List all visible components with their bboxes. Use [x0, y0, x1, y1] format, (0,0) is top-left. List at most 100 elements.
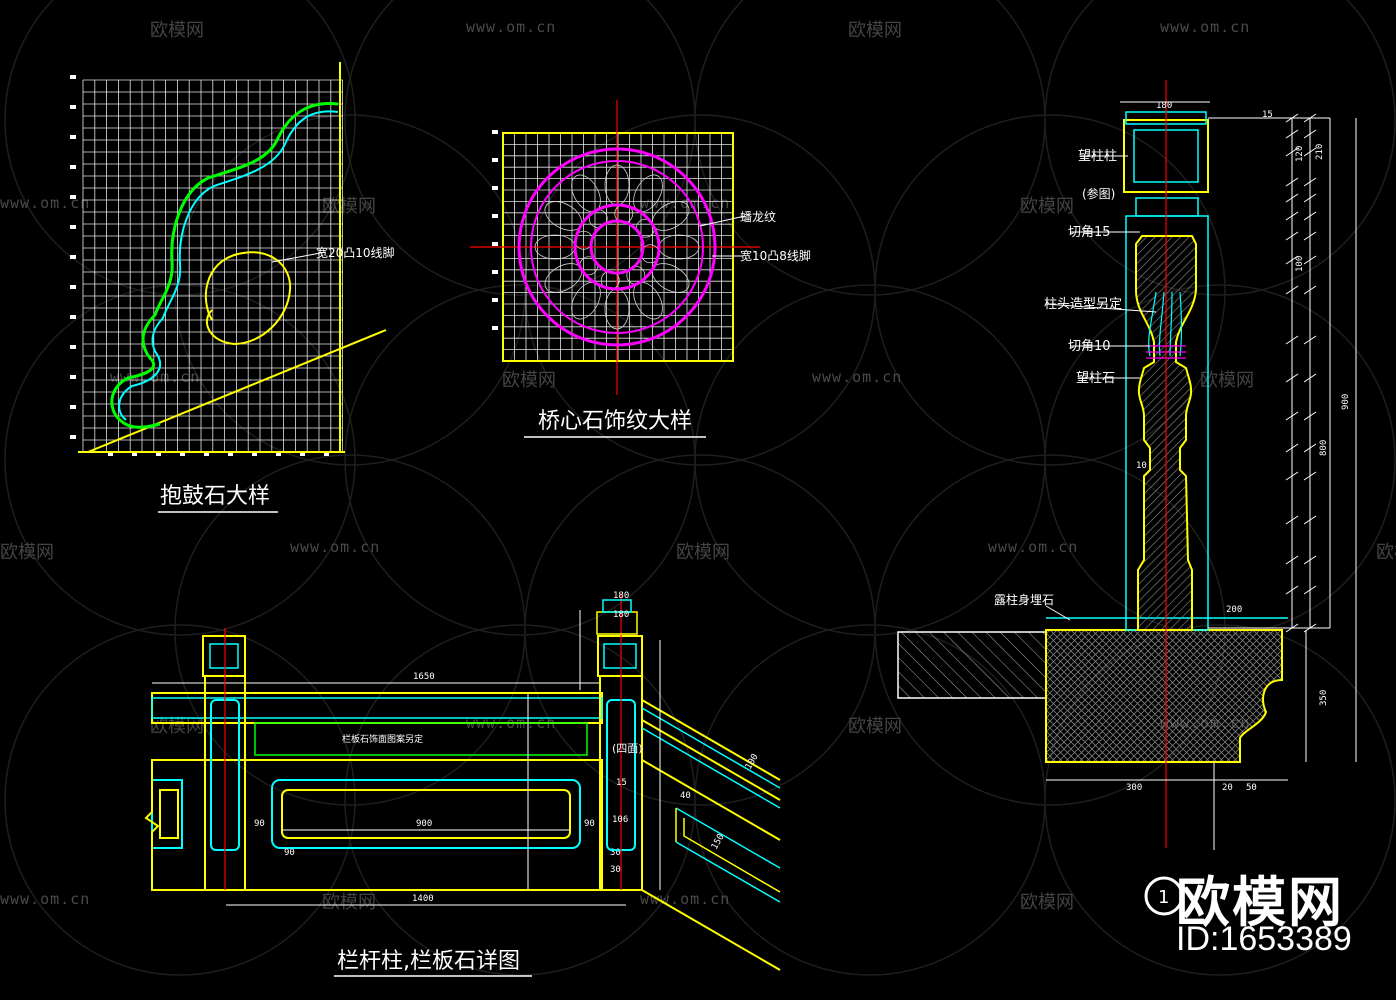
grid-tick — [70, 105, 76, 109]
dim-tick — [1303, 555, 1317, 565]
watermark-circle — [174, 114, 526, 466]
watermark-circle — [4, 0, 356, 296]
bridge-stone-ring-2 — [530, 160, 704, 334]
elev-panel-left-1 — [151, 779, 183, 849]
dim-tick — [1285, 471, 1299, 481]
section-neck — [1135, 197, 1199, 217]
watermark-url: www.om.cn — [812, 368, 902, 386]
grid-tick — [70, 195, 76, 199]
section-label-cap: 望柱柱 — [1078, 148, 1117, 164]
brand-id-text: ID:1653389 — [1176, 920, 1352, 958]
grid-tick — [492, 298, 498, 302]
dim-tick — [1303, 193, 1317, 203]
dim-tick — [1303, 585, 1317, 595]
dim-tick — [1303, 285, 1317, 295]
grid-tick — [70, 375, 76, 379]
dim-tick — [1303, 471, 1317, 481]
bridge-stone-ring-outer — [517, 147, 717, 347]
grid-tick — [276, 452, 281, 456]
watermark-url: www.om.cn — [0, 194, 90, 212]
dim-tick — [1285, 443, 1299, 453]
bridge-stone-ring-4 — [589, 219, 645, 275]
grid-tick — [492, 130, 498, 134]
grid-tick — [70, 405, 76, 409]
bridge-stone-callout-top: 蟠龙纹 — [740, 210, 776, 224]
elev-break-line — [144, 760, 160, 890]
watermark-url: www.om.cn — [640, 890, 730, 908]
dim-tick — [1285, 193, 1299, 203]
section-earth — [897, 631, 1047, 699]
grid-tick — [108, 452, 113, 456]
elev-dim-106: 106 — [612, 815, 628, 825]
drum-stone-callout: 宽20凸10线脚 — [316, 245, 395, 260]
watermark-brand: 欧模网 — [150, 20, 204, 41]
grid-tick — [180, 452, 185, 456]
section-dim-ticks — [1285, 113, 1317, 633]
watermark-circle — [1044, 0, 1396, 296]
dim-tick — [1303, 623, 1317, 633]
watermark-circle — [1044, 624, 1396, 976]
elev-top-rail-inner — [151, 697, 603, 719]
watermark-brand: 欧模网 — [676, 542, 730, 563]
dim-tick — [1303, 177, 1317, 187]
elev-right-post-cap-inner — [603, 643, 637, 669]
elev-dim-180b: 180 — [613, 610, 629, 620]
bridge-stone-callout-bottom: 宽10凸8线脚 — [740, 248, 811, 263]
grid-tick — [70, 435, 76, 439]
section-dim-200: 200 — [1226, 605, 1242, 615]
grid-tick — [252, 452, 257, 456]
elev-dim-90c: 90 — [584, 819, 595, 829]
elev-panel-left-2 — [159, 789, 179, 839]
dim-tick — [1303, 373, 1317, 383]
section-dim-210: 210 — [1315, 144, 1325, 160]
dim-tick — [1303, 211, 1317, 221]
section-foundation — [1045, 629, 1283, 763]
watermark-brand: 欧模网 — [848, 20, 902, 41]
watermark-brand: 欧模网 — [150, 716, 204, 737]
drum-stone-outline-cyan — [118, 110, 339, 421]
dim-tick — [1285, 515, 1299, 525]
watermark-url: www.om.cn — [466, 18, 556, 36]
dim-tick — [1303, 411, 1317, 421]
section-label-base: 露柱身埋石 — [994, 592, 1054, 607]
grid-tick — [492, 158, 498, 162]
grid-tick — [70, 285, 76, 289]
elev-dim-bottom-label: 1400 — [412, 894, 434, 904]
section-right-dims — [1046, 101, 1357, 850]
grid-tick — [492, 326, 498, 330]
watermark-brand: 欧模网 — [1376, 542, 1396, 563]
brand-logo-text: 欧模网 — [1176, 871, 1344, 934]
section-dim-120: 120 — [1295, 146, 1305, 162]
dim-tick — [1285, 623, 1299, 633]
watermark-circle — [4, 284, 356, 636]
grid-tick — [492, 270, 498, 274]
bridge-stone-ticks — [492, 130, 498, 330]
elev-panel-inner-2 — [281, 789, 571, 839]
watermark-brand: 欧模网 — [848, 716, 902, 737]
grid-tick — [70, 345, 76, 349]
watermark-brand: 欧模网 — [322, 892, 376, 913]
dim-tick — [1303, 255, 1317, 265]
elev-post-note: (四面) — [612, 742, 643, 755]
grid-tick — [70, 165, 76, 169]
watermark-brand: 欧模网 — [1200, 370, 1254, 391]
grid-tick — [492, 186, 498, 190]
section-label-cap-note: (参图) — [1082, 186, 1115, 201]
elev-dim-100: 100 — [744, 752, 761, 771]
elev-panel-inner-1 — [271, 779, 581, 849]
watermark-brand: 欧模网 — [502, 370, 556, 391]
bridge-stone-title: 桥心石饰纹大样 — [538, 409, 692, 434]
dim-tick — [1285, 555, 1299, 565]
dim-tick — [1285, 113, 1299, 123]
dim-tick — [1285, 211, 1299, 221]
elev-dim-15: 15 — [616, 778, 627, 788]
section-label-carve: 柱头造型另定 — [1044, 297, 1122, 312]
elev-right-cap-detail-2 — [602, 599, 632, 613]
section-label-chamfer15: 切角15 — [1068, 225, 1111, 240]
dim-tick — [1303, 113, 1317, 123]
bridge-stone-callout-line-1 — [699, 215, 746, 227]
grid-tick — [70, 255, 76, 259]
elev-slope-panel — [675, 808, 781, 893]
grid-tick — [492, 214, 498, 218]
dim-tick — [1303, 129, 1317, 139]
